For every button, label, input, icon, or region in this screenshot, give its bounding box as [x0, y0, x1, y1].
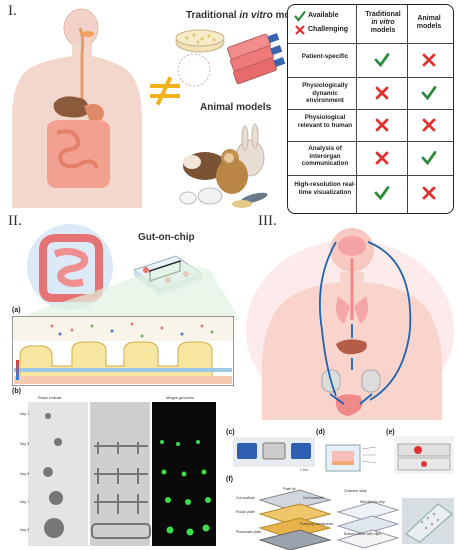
heading-text: Traditional [186, 10, 240, 21]
panel-e-label: (e) [386, 429, 395, 436]
legend-challenging: Challenging [308, 26, 349, 33]
section-label-three: III. [258, 213, 277, 229]
cross-icon [375, 86, 389, 100]
check-icon [421, 86, 437, 101]
divider [288, 77, 453, 78]
zoom-funnel [10, 262, 240, 320]
panel-f-label-item: Chamber slide [344, 489, 367, 493]
cross-icon [375, 118, 389, 132]
gut-on-chip-heading: Gut-on-chip [138, 232, 195, 243]
panel-a-label: (a) [12, 307, 21, 314]
header-italic: in vitro [371, 19, 395, 26]
panel-d-label: (d) [316, 429, 325, 436]
divider [288, 175, 453, 176]
panel-f-label-item: Pumping membranes [300, 522, 334, 526]
heading-italic: in vitro [239, 10, 273, 21]
table-row-label: Patient-specific [301, 53, 349, 60]
panel-b-day: Day 1 [20, 412, 30, 416]
check-icon [374, 186, 390, 201]
cross-icon [375, 151, 389, 165]
panel-f-label-item: Microfluidic chip [360, 500, 385, 504]
panel-b-day: Day 7 [20, 500, 30, 504]
animals-illustration [179, 123, 268, 208]
panel-e-device-photo [394, 436, 454, 474]
check-icon [421, 151, 437, 166]
panel-b-cells [43, 413, 211, 539]
cross-icon [422, 118, 436, 132]
table-row-label: Analysis of interorgan communication [301, 145, 349, 167]
panel-c-scale: 1 cm [300, 468, 308, 472]
cross-icon [295, 25, 305, 35]
panel-f-device-exploded [258, 489, 454, 550]
panel-b-header: Phase contrast [38, 396, 62, 400]
panel-c-label: (c) [226, 429, 235, 436]
panel-f-label-item: Bottom holder with clips [344, 532, 381, 536]
intestine-illustration [27, 224, 113, 310]
check-icon [294, 10, 306, 22]
panel-b-day: Day 5 [20, 472, 30, 476]
panel-f-label-item: Gut scaffold [236, 496, 255, 500]
cross-icon [422, 186, 436, 200]
not-equal-icon [150, 76, 180, 106]
column-header-animal: Animal models [416, 15, 442, 30]
header-line: models [370, 27, 396, 34]
divider [288, 109, 453, 110]
section-label-two: II. [8, 213, 22, 229]
panel-b-day: Day 3 [20, 442, 30, 446]
panel-b-label: (b) [12, 388, 21, 395]
petri-dish-and-flasks-illustration [175, 29, 286, 87]
panel-f-label-item: Plate lid [283, 487, 296, 491]
animal-models-heading: Animal models [200, 102, 272, 113]
divider [288, 141, 453, 142]
table-row-label: High-resolution real-time visualization [294, 181, 356, 196]
header-line: Traditional [365, 11, 401, 18]
panel-c-device-photo [233, 437, 315, 467]
panel-b-micrographs: Phase contrast Merged gel lumen Day 1 Da… [20, 396, 220, 546]
column-header-in-vitro: Traditional in vitro models [360, 11, 406, 35]
panel-b-day: Day 9 [20, 528, 30, 532]
panel-b-header: Merged gel lumen [166, 396, 195, 400]
legend-available: Available [308, 12, 339, 19]
panel-f-label-item: Pneumatic plate [236, 530, 262, 534]
comparison-table: Available Challenging Traditional in vit… [287, 4, 454, 214]
check-icon [374, 53, 390, 68]
section-label-one: I. [8, 3, 17, 19]
panel-f-label-item: Gut transwell [303, 496, 324, 500]
table-row-label: Physiologically dynamic environment [302, 82, 348, 104]
body-organs-illustration [246, 228, 454, 420]
panel-f-label: (f) [226, 476, 233, 483]
panel-d-device-schematic [325, 444, 377, 472]
cross-icon [422, 53, 436, 67]
panel-a-villi-schematic [12, 316, 234, 386]
panel-f-label-item: Fluidic plate [236, 510, 255, 514]
divider [288, 43, 453, 44]
human-digestive-illustration [12, 8, 142, 208]
table-row-label: Physiological relevant to human [297, 114, 353, 129]
